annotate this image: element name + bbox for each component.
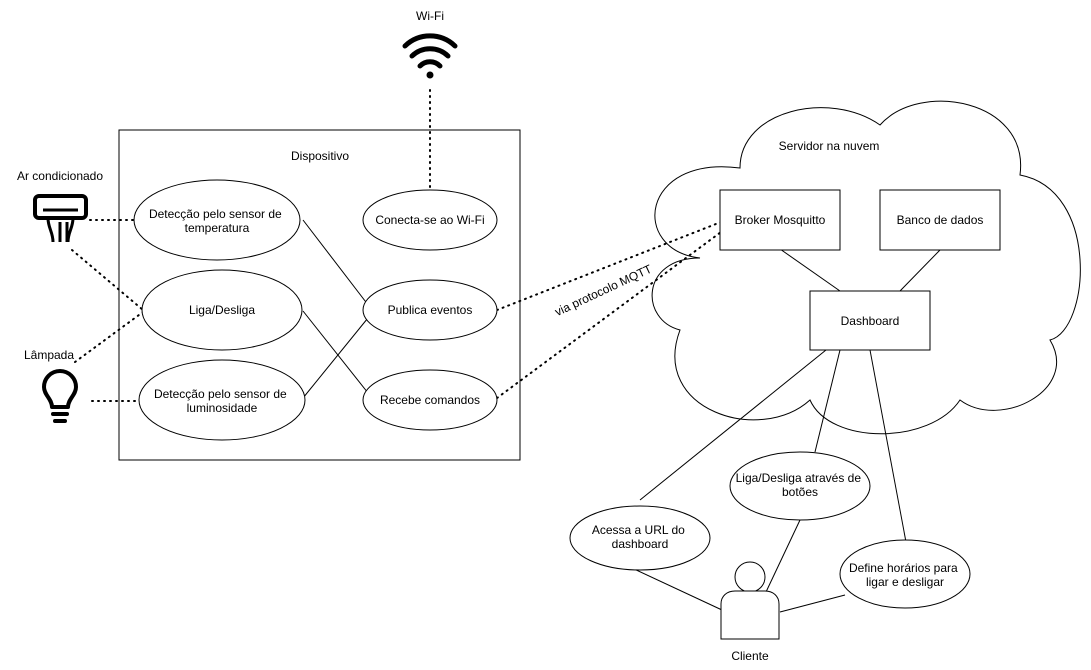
device-title: Dispositivo (291, 149, 349, 163)
broker-label: Broker Mosquitto (735, 213, 826, 227)
solid-connectors (302, 219, 941, 613)
usecase-schedule-line1: Define horários para (849, 561, 958, 575)
client-label: Cliente (731, 649, 769, 663)
usecase-temp-sensor (133, 179, 301, 261)
lamp-label: Lâmpada (24, 348, 74, 362)
lightbulb-icon (42, 369, 78, 423)
database-box (879, 189, 1001, 251)
dotted-connectors (71, 89, 722, 402)
svg-text:Define horários para ligar: Define horários para ligar e desligar (849, 561, 961, 589)
wifi-label: Wi-Fi (416, 9, 444, 23)
usecase-buttons-line1: Liga/Desliga através de (736, 471, 862, 485)
dashboard-label: Dashboard (841, 314, 900, 328)
cloud-shape (651, 100, 1081, 435)
svg-text:Conecta-se ao Wi-Fi: Conecta-se ao Wi-Fi (375, 213, 484, 227)
dashboard-box (809, 290, 931, 351)
actor-icon (720, 561, 780, 640)
usecase-buttons-line2: botões (782, 485, 818, 499)
svg-text:Liga/Desliga: Liga/Desliga (189, 303, 255, 317)
wifi-icon (402, 33, 458, 79)
usecase-toggle-line1: Liga/Desliga (189, 303, 255, 317)
usecase-publish-line1: Publica eventos (388, 303, 473, 317)
usecase-access-url (569, 505, 711, 571)
usecase-lum-sensor (138, 359, 306, 441)
usecase-toggle-buttons (729, 451, 871, 521)
air-conditioner-icon (33, 194, 88, 243)
svg-text:Acessa a URL do dashboard: Acessa a URL do dashboard (592, 523, 688, 551)
usecase-temp-line1: Detecção pelo sensor de (149, 207, 282, 221)
usecase-schedule (839, 539, 971, 609)
usecase-url-line1: Acessa a URL do (592, 523, 685, 537)
usecase-url-line2: dashboard (612, 537, 669, 551)
svg-text:Publica eventos: Publica eventos (388, 303, 473, 317)
svg-text:Detecção pelo sensor de te: Detecção pelo sensor de temperatura (149, 207, 285, 235)
usecase-lum-line1: Detecção pelo sensor de (154, 387, 287, 401)
usecase-schedule-line2: ligar e desligar (866, 575, 944, 589)
usecase-temp-line2: temperatura (185, 221, 250, 235)
database-label: Banco de dados (897, 213, 984, 227)
svg-text:Liga/Desliga através de bo: Liga/Desliga através de botões (736, 471, 865, 499)
broker-box (719, 189, 841, 251)
ac-label: Ar condicionado (17, 169, 103, 183)
mqtt-label: via protocolo MQTT (553, 261, 655, 318)
usecase-lum-line2: luminosidade (187, 401, 258, 415)
server-title: Servidor na nuvem (779, 139, 880, 153)
svg-text:Recebe comandos: Recebe comandos (380, 393, 480, 407)
usecase-publish (362, 279, 498, 341)
usecase-wifi-line1: Conecta-se ao Wi-Fi (375, 213, 484, 227)
svg-text:Detecção pelo sensor de lu: Detecção pelo sensor de luminosidade (154, 387, 290, 415)
usecase-toggle (141, 269, 303, 351)
usecase-receive-line1: Recebe comandos (380, 393, 480, 407)
usecase-wifi-connect (362, 189, 498, 251)
usecase-receive (362, 369, 498, 431)
